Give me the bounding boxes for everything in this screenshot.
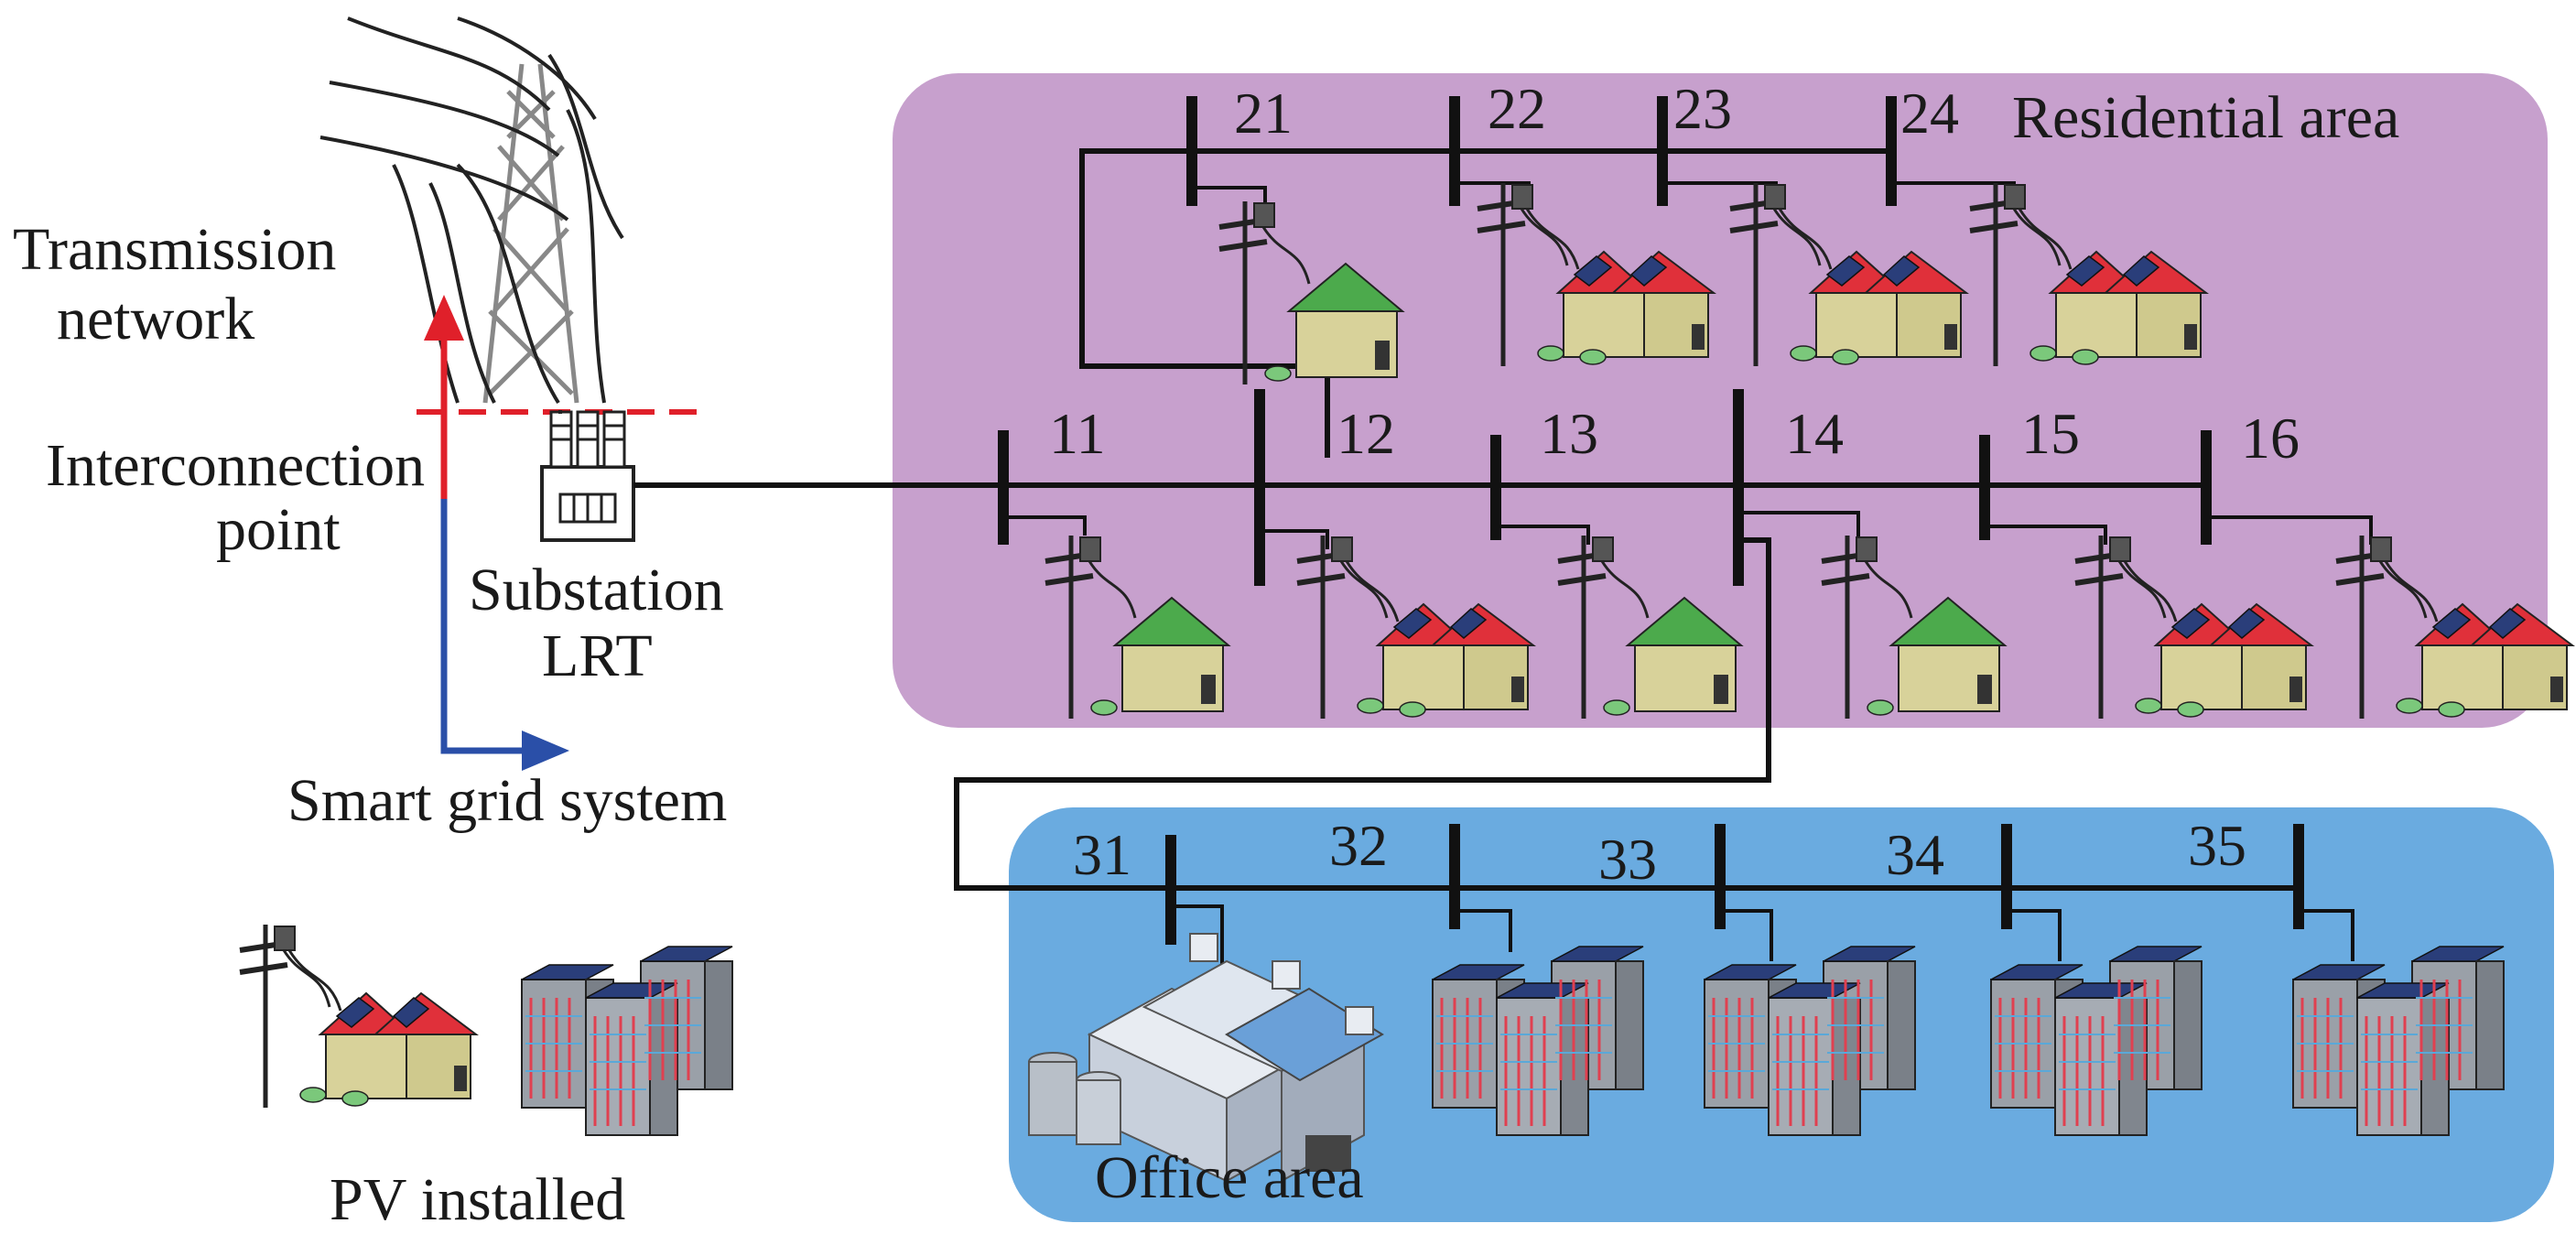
bus-label-32: 32 xyxy=(1329,813,1388,878)
bus-label-24: 24 xyxy=(1900,81,1959,146)
bus-bar-33 xyxy=(1715,824,1726,929)
bus-label-31: 31 xyxy=(1073,822,1131,887)
bus-label-34: 34 xyxy=(1886,822,1944,887)
transmission-label-line1: Transmission xyxy=(13,216,336,283)
bus-label-35: 35 xyxy=(2188,813,2246,878)
substation-label-line2: LRT xyxy=(542,622,653,689)
transmission-label-line2: network xyxy=(57,286,254,352)
residential-area-zone xyxy=(893,73,2548,728)
bus-label-16: 16 xyxy=(2241,406,2300,471)
bus-bar-23 xyxy=(1657,96,1668,206)
bus-bar-11 xyxy=(998,430,1009,545)
residential-area-label: Residential area xyxy=(2012,84,2399,151)
bus-label-22: 22 xyxy=(1488,76,1546,141)
bus-label-12: 12 xyxy=(1337,401,1395,466)
legend-house-with-pv-icon xyxy=(240,925,476,1108)
bus-bar-15 xyxy=(1979,435,1990,540)
bus-bar-14 xyxy=(1733,389,1744,586)
substation-label-line1: Substation xyxy=(469,557,724,623)
bus-label-21: 21 xyxy=(1234,81,1293,146)
smart-grid-label: Smart grid system xyxy=(287,767,727,834)
residential-upper-feeder xyxy=(1079,148,1891,458)
upstream-arrow-icon xyxy=(424,295,464,499)
bus-label-14: 14 xyxy=(1785,401,1844,466)
downstream-arrow-icon xyxy=(440,499,569,771)
interconnection-label-line2: point xyxy=(216,496,341,563)
transmission-tower-icon xyxy=(319,16,624,405)
pv-installed-label: PV installed xyxy=(330,1166,625,1233)
bus-label-11: 11 xyxy=(1049,401,1106,466)
bus-bar-13 xyxy=(1490,435,1501,540)
bus-bar-32 xyxy=(1449,824,1460,929)
bus-label-15: 15 xyxy=(2021,401,2080,466)
bus-bar-35 xyxy=(2293,824,2304,929)
bus-bar-31 xyxy=(1165,835,1176,945)
load-drop-lines xyxy=(1003,181,2373,980)
bus-bar-24 xyxy=(1886,96,1897,206)
bus-bar-21 xyxy=(1186,96,1197,206)
bus-bar-16 xyxy=(2201,430,2212,545)
interconnection-label-line1: Interconnection xyxy=(46,432,425,499)
legend-apartment-building-with-pv-icon xyxy=(520,945,734,1137)
bus-label-13: 13 xyxy=(1540,401,1598,466)
bus-bar-12 xyxy=(1254,389,1265,586)
bus-label-33: 33 xyxy=(1598,827,1657,892)
office-feeder xyxy=(954,537,2298,891)
substation-transformer-icon xyxy=(540,410,635,542)
bus-label-23: 23 xyxy=(1673,76,1732,141)
bus-bar-34 xyxy=(2001,824,2012,929)
office-area-label: Office area xyxy=(1095,1144,1364,1211)
bus-bar-22 xyxy=(1449,96,1460,206)
